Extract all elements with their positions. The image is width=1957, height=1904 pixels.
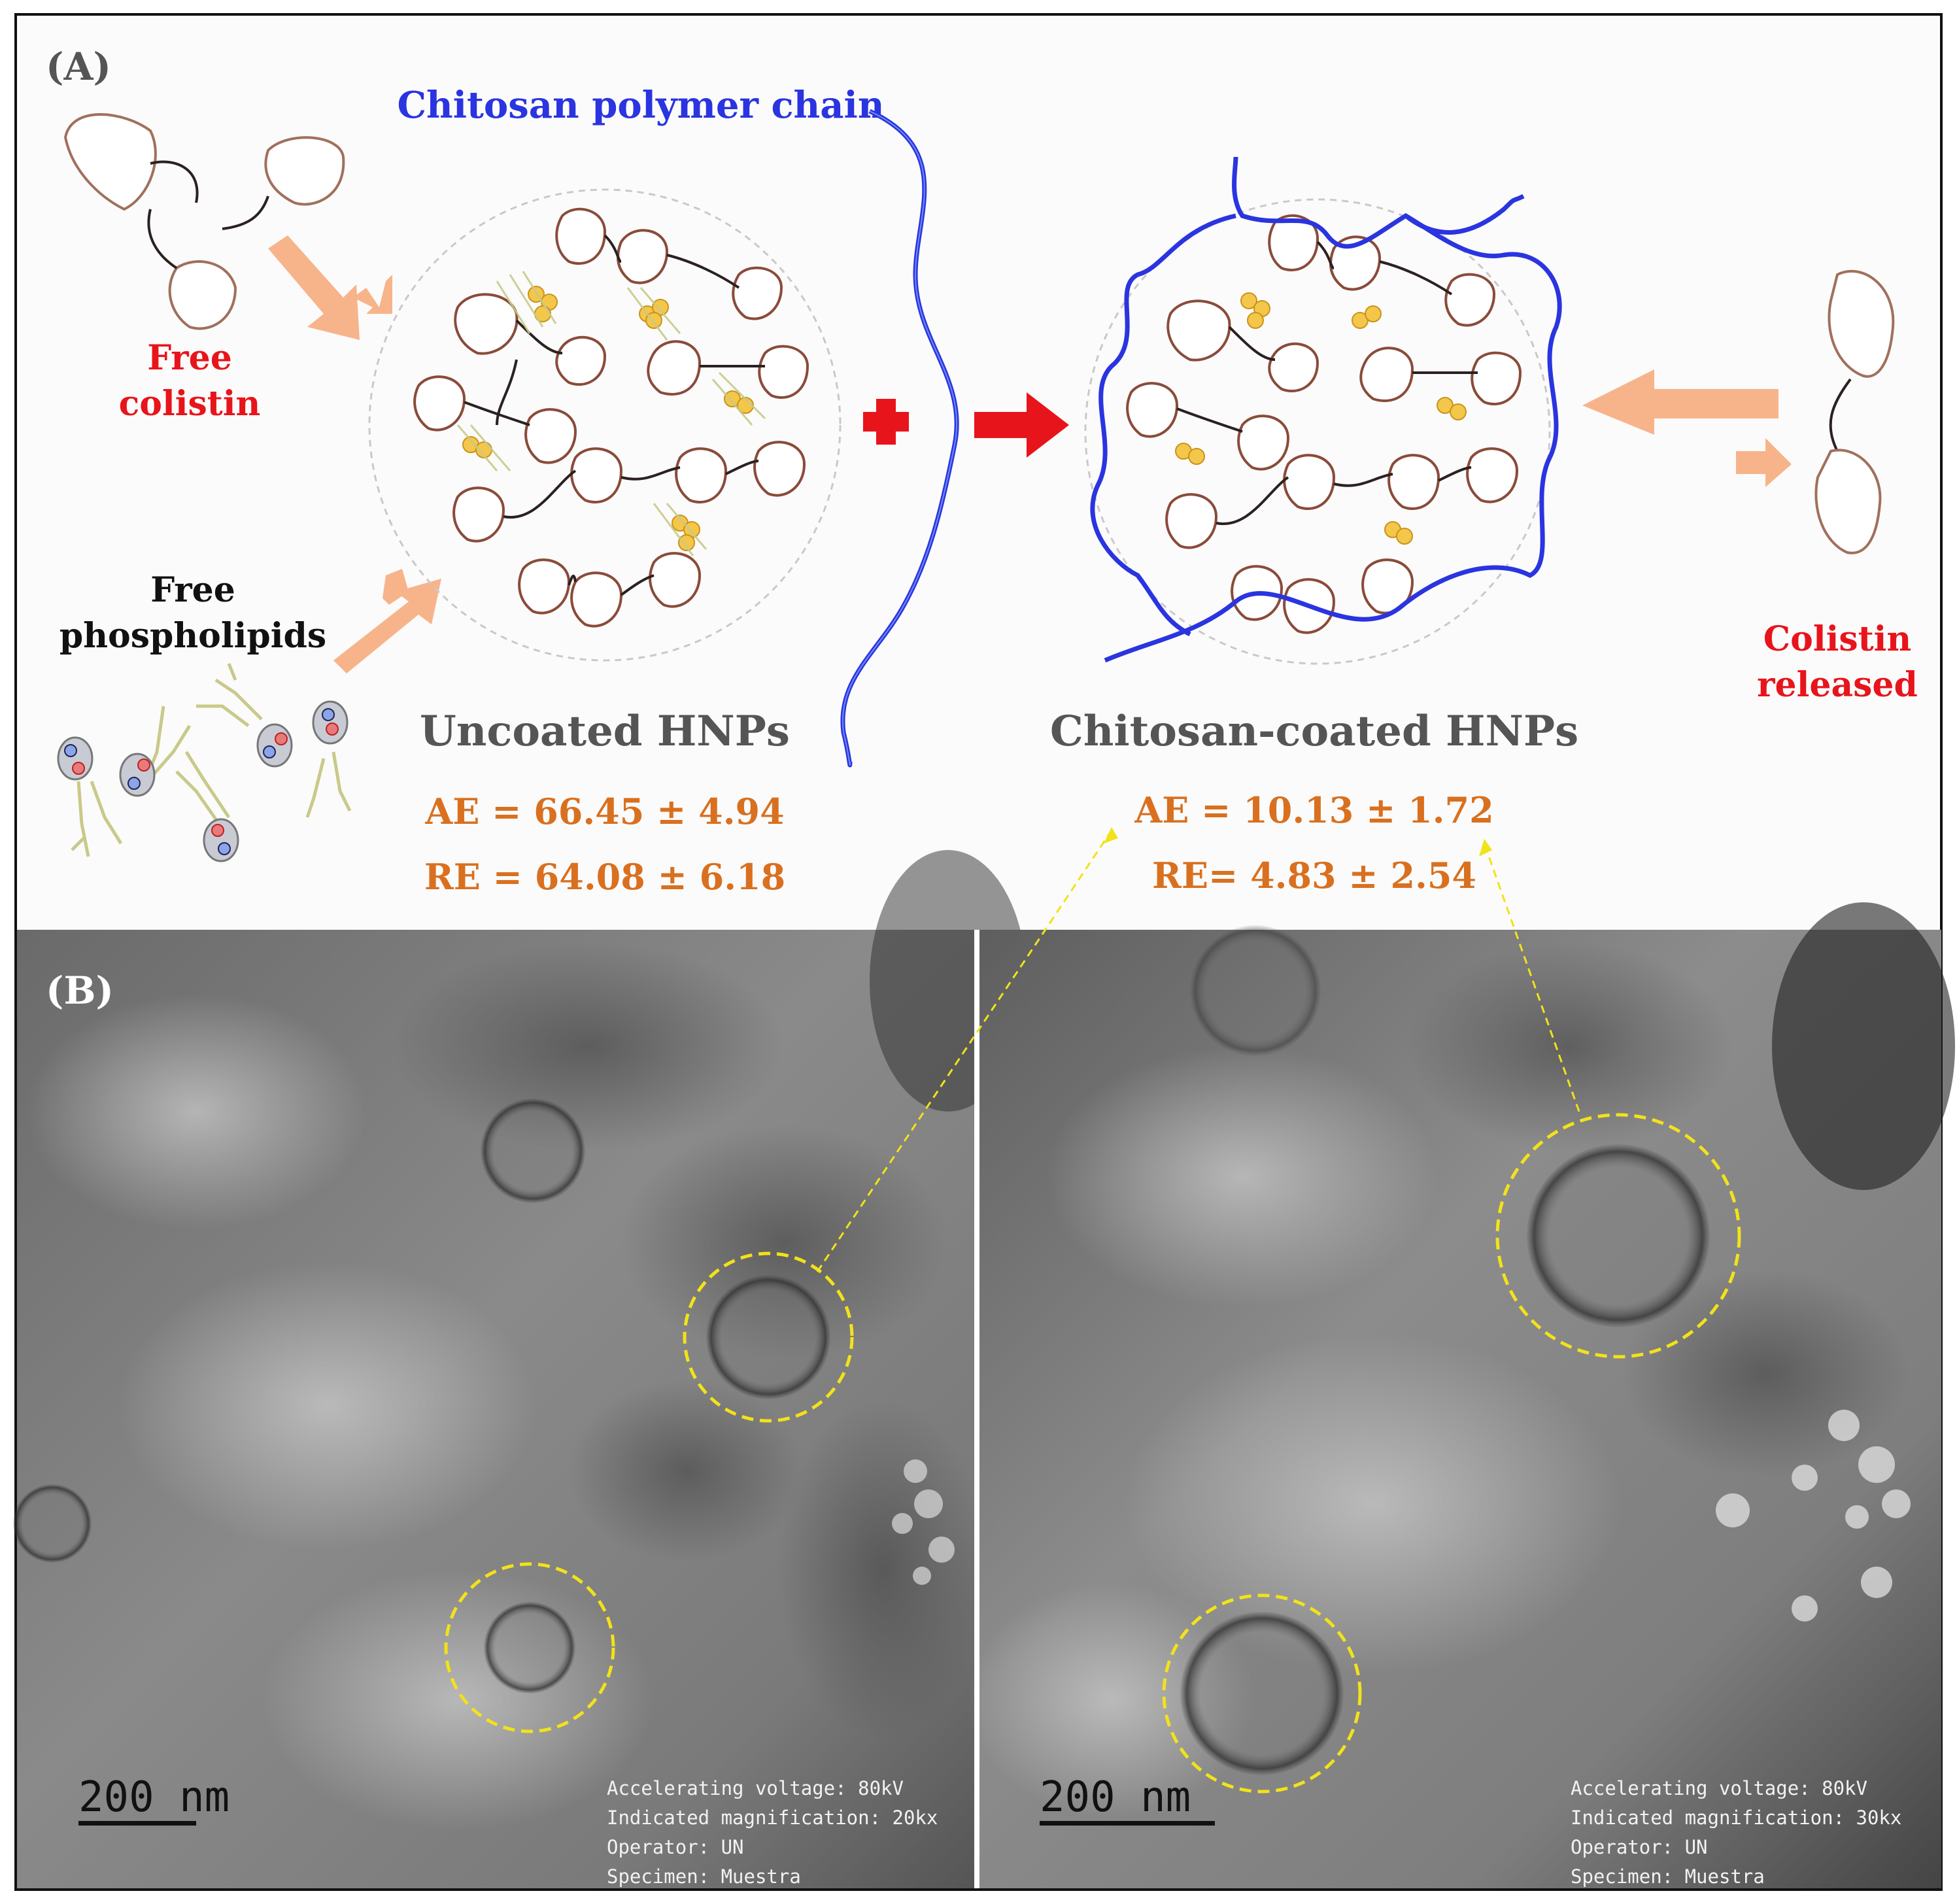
meta-right-voltage: Accelerating voltage: 80kV: [1571, 1777, 1867, 1799]
panel-divider: [974, 930, 979, 1888]
released-colistin-molecule: [1814, 269, 1895, 554]
arrow-small-icon: [383, 569, 409, 605]
connector-lines: [816, 830, 1580, 1272]
highlight-circles: [444, 1113, 1741, 1794]
reaction-arrow-icon: [974, 392, 1069, 458]
plus-icon: [863, 399, 909, 445]
panel-b-label: (B): [46, 968, 114, 1013]
meta-left-operator: Operator: UN: [607, 1836, 744, 1858]
tem-metadata-right: Accelerating voltage: 80kV Indicated mag…: [1571, 1777, 1901, 1888]
uncoated-hnp-particle: [368, 188, 842, 662]
highlight-circle-left-lower: [444, 1562, 615, 1733]
connector-arrowhead-icon: [1479, 839, 1492, 857]
free-phospholipids-line1: Free: [150, 570, 235, 610]
connector-arrowhead-icon: [1104, 827, 1118, 843]
free-phospholipids-line2: phospholipids: [60, 616, 326, 656]
tem-image-right: [968, 902, 1955, 1888]
scale-bar-label-right: 200 nm: [1040, 1773, 1191, 1822]
colistin-released-line2: released: [1757, 665, 1918, 705]
meta-left-magnification: Indicated magnification: 20kx: [607, 1807, 938, 1829]
arrow-left-icon: [1582, 369, 1778, 435]
scale-bar-label-left: 200 nm: [78, 1773, 230, 1822]
colistin-released-line1: Colistin: [1763, 619, 1911, 659]
free-colistin-line1: Free: [147, 338, 232, 378]
uncoated-hnps-title: Uncoated HNPs: [420, 707, 790, 756]
coated-hnp-particle: [1084, 156, 1562, 665]
chitosan-coating-line: [1090, 156, 1562, 663]
panel-a-label: (A): [46, 44, 111, 89]
free-colistin-line2: colistin: [119, 384, 261, 424]
meta-left-voltage: Accelerating voltage: 80kV: [607, 1777, 904, 1799]
highlight-circle-left-upper: [683, 1251, 854, 1423]
release-arrows: [1582, 369, 1792, 487]
meta-right-operator: Operator: UN: [1571, 1836, 1708, 1858]
free-colistin-molecules: [63, 113, 345, 330]
arrow-up-right-icon: [333, 579, 441, 673]
scale-bar-left: [78, 1821, 196, 1826]
phospholipid-molecules: [57, 663, 352, 862]
meta-left-specimen: Specimen: Muestra: [607, 1865, 801, 1888]
tem-metadata-left: Accelerating voltage: 80kV Indicated mag…: [607, 1777, 938, 1888]
scale-bar-right: [1040, 1821, 1215, 1826]
meta-right-specimen: Specimen: Muestra: [1571, 1865, 1765, 1888]
highlight-circle-right-lower: [1162, 1593, 1362, 1794]
arrow-right-icon: [1736, 438, 1792, 487]
coated-re: RE= 4.83 ± 2.54: [1152, 855, 1476, 896]
meta-right-magnification: Indicated magnification: 30kx: [1571, 1807, 1901, 1829]
uncoated-ae: AE = 66.45 ± 4.94: [424, 790, 784, 832]
highlight-circle-right-upper: [1495, 1113, 1741, 1359]
arrow-down-right-icon: [268, 235, 360, 340]
tem-image-left: [13, 850, 1027, 1888]
uncoated-re: RE = 64.08 ± 6.18: [424, 856, 785, 898]
coated-ae: AE = 10.13 ± 1.72: [1134, 789, 1493, 831]
chitosan-chain-label: Chitosan polymer chain: [397, 84, 884, 127]
coated-hnps-title: Chitosan-coated HNPs: [1050, 707, 1578, 756]
peach-arrow-icon-group: [268, 235, 441, 673]
arrow-small-icon: [353, 275, 392, 314]
